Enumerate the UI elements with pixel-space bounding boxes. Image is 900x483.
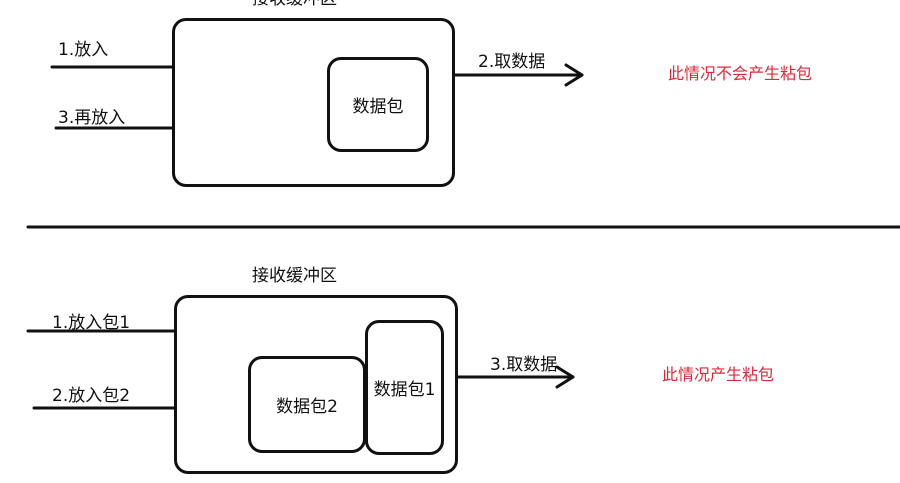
bottom-packet-2-label: 数据包2	[276, 397, 338, 417]
top-in2-label: 3.再放入	[58, 108, 126, 128]
top-in1-label: 1.放入	[58, 40, 109, 60]
top-out-label: 2.取数据	[478, 52, 546, 72]
bottom-packet-2: 数据包2	[248, 356, 366, 453]
top-packet-label: 数据包	[352, 97, 404, 117]
bottom-note: 此情况产生粘包	[662, 365, 775, 384]
bottom-arrow-out	[453, 365, 575, 389]
bottom-buffer-title: 接收缓冲区	[252, 266, 337, 286]
bottom-in2-label: 2.放入包2	[52, 386, 131, 406]
top-note: 此情况不会产生粘包	[668, 64, 813, 83]
bottom-packet-1: 数据包1	[365, 320, 444, 455]
bottom-packet-1-label: 数据包1	[373, 380, 436, 400]
bottom-in1-label: 1.放入包1	[52, 313, 131, 333]
top-buffer-title: 接收缓冲区	[252, 0, 337, 8]
top-packet: 数据包	[327, 57, 429, 152]
bottom-out-label: 3.取数据	[490, 355, 558, 375]
